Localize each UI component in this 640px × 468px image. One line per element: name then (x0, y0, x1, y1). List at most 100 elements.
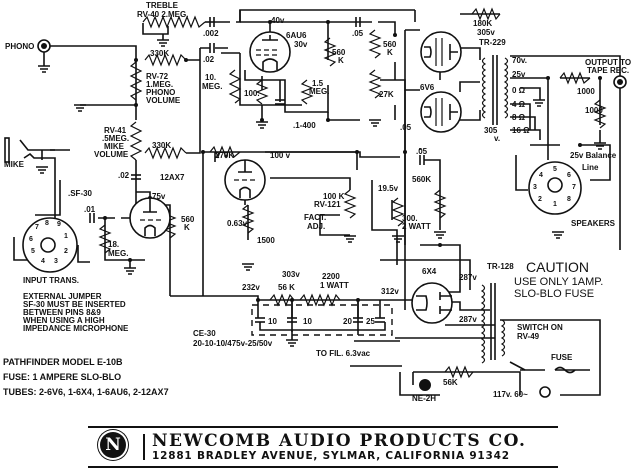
label-ce30-1: CE-30 (193, 329, 216, 338)
label-tube-6x4: 6X4 (422, 267, 437, 276)
label-fuse: FUSE (551, 353, 573, 362)
label-r-2200-1: 2200 (322, 272, 340, 281)
capacitor-05b (419, 155, 425, 165)
filter-cap-4 (375, 317, 385, 323)
pin-number: 7 (35, 224, 39, 231)
label-fact-adj-1: FACT. (304, 213, 326, 222)
jumper-note-5: IMPEDANCE MICROPHONE (23, 324, 129, 333)
label-tape-out-2: TAPE REC. (587, 66, 629, 75)
resistor-1-5meg (300, 79, 314, 105)
tubes (129, 31, 462, 324)
label-speakers: SPEAKERS (571, 219, 616, 228)
label-tube-12ax7: 12AX7 (160, 173, 185, 182)
ground-12ax7 (124, 267, 136, 275)
label-v063: 0.63v (227, 219, 248, 228)
caution-title: CAUTION (526, 259, 589, 275)
jumper-note-1: EXTERNAL JUMPER (23, 292, 102, 301)
label-r-300-1: 300. (402, 214, 418, 223)
pin-number: 2 (64, 248, 68, 255)
label-r-1000-a: 1000 (577, 87, 595, 96)
label-c-002: .002 (203, 29, 219, 38)
label-v40: 40v (271, 16, 285, 25)
label-r-560k-a-1: 560 (332, 48, 346, 57)
power-transformer (480, 283, 506, 364)
resistor-1000-a (559, 71, 591, 85)
label-tap-70v: 70v. (512, 56, 527, 65)
label-input-trans: INPUT TRANS. (23, 276, 79, 285)
ground-tape (594, 142, 606, 150)
jumper-note-2: SF-30 MUST BE INSERTED (23, 300, 126, 309)
label-v30: 30v (294, 40, 308, 49)
pin-number: 8 (567, 196, 571, 203)
pin-number: 2 (538, 196, 542, 203)
tube-6x4 (411, 282, 453, 324)
pin-number: 5 (553, 166, 557, 173)
resistor-mike-volume (129, 121, 143, 161)
resistor-330k-b (144, 146, 187, 160)
pin-number: 4 (539, 172, 543, 179)
ground-6au6 (256, 121, 268, 129)
label-c-02a: .02 (203, 55, 215, 64)
ground-mike (36, 166, 48, 174)
label-r-300-2: 2 WATT (402, 222, 431, 231)
ground-560k (434, 231, 446, 239)
ground-300 (392, 235, 404, 243)
pin-number: 3 (533, 184, 537, 191)
label-r-10meg-2: MEG. (202, 82, 222, 91)
caution-line-1: USE ONLY 1AMP. (514, 276, 603, 288)
label-r-100: 100. (244, 89, 260, 98)
label-cap-25: 25 (366, 317, 375, 326)
label-c-1-400: .1-400 (293, 121, 316, 130)
mike-jack[interactable] (4, 137, 56, 240)
tape-output-jack[interactable] (613, 75, 627, 89)
pin-number: 9 (57, 221, 61, 228)
label-mike: MIKE (4, 160, 25, 169)
label-phono: PHONO (5, 42, 34, 51)
power-plug (539, 386, 551, 398)
pin-number: 1 (553, 201, 557, 208)
label-mike-vol-3: MIKE (104, 142, 125, 151)
label-filament: TO FIL. 6.3vac (316, 349, 371, 358)
resistor-1000-b (593, 99, 607, 129)
label-r-18meg-1: 18. (108, 240, 119, 249)
tube-12ax7-b (224, 159, 266, 201)
label-v195: 19.5v (378, 184, 399, 193)
pin-number: 6 (29, 236, 33, 243)
label-switch-2: RV-49 (517, 332, 540, 341)
label-ce30-2: 20-10-10/475v-25/50v (193, 339, 273, 348)
ground-0ohm (533, 99, 545, 107)
capacitor-02b (131, 174, 141, 180)
label-fact-adj-2: ADJ. (307, 222, 325, 231)
resistor-560k-a (323, 37, 337, 67)
tube-6v6-b (420, 91, 462, 133)
label-jumper: .SF-30 (68, 189, 93, 198)
label-v117: 117v. 60~ (493, 390, 528, 399)
label-tap-8: 8 Ω (512, 113, 526, 122)
label-r-330k-b: 330K (152, 141, 171, 150)
caution-line-2: SLO-BLO FUSE (514, 288, 594, 300)
resistor-1500 (241, 204, 255, 234)
resistor-56k-a (269, 293, 295, 307)
company-address: 12881 BRADLEY AVENUE, SYLMAR, CALIFORNIA… (152, 450, 510, 462)
resistor-10meg (228, 69, 242, 104)
label-v232: 232v (242, 283, 260, 292)
label-v303: 303v (282, 270, 300, 279)
label-balance-1: 25v Balance (570, 151, 617, 160)
label-r-56k-a: 56 K (278, 283, 295, 292)
resistor-56k-b (444, 365, 474, 379)
tube-6au6 (249, 31, 291, 73)
label-balance-2: Line (582, 163, 599, 172)
pin-number: 6 (567, 172, 571, 179)
resistor-330k-a (144, 53, 187, 67)
phono-jack[interactable] (37, 39, 51, 53)
label-r-560k-d: 560K (412, 175, 431, 184)
ground-treble (157, 34, 169, 47)
label-v305c: v. (494, 134, 500, 143)
label-tube-6v6: 6V6 (420, 83, 435, 92)
pin-number: 7 (572, 184, 576, 191)
fuse (554, 366, 576, 374)
power-switch[interactable] (509, 361, 526, 371)
resistor-phono-volume (129, 61, 143, 101)
speaker-socket (528, 161, 582, 215)
